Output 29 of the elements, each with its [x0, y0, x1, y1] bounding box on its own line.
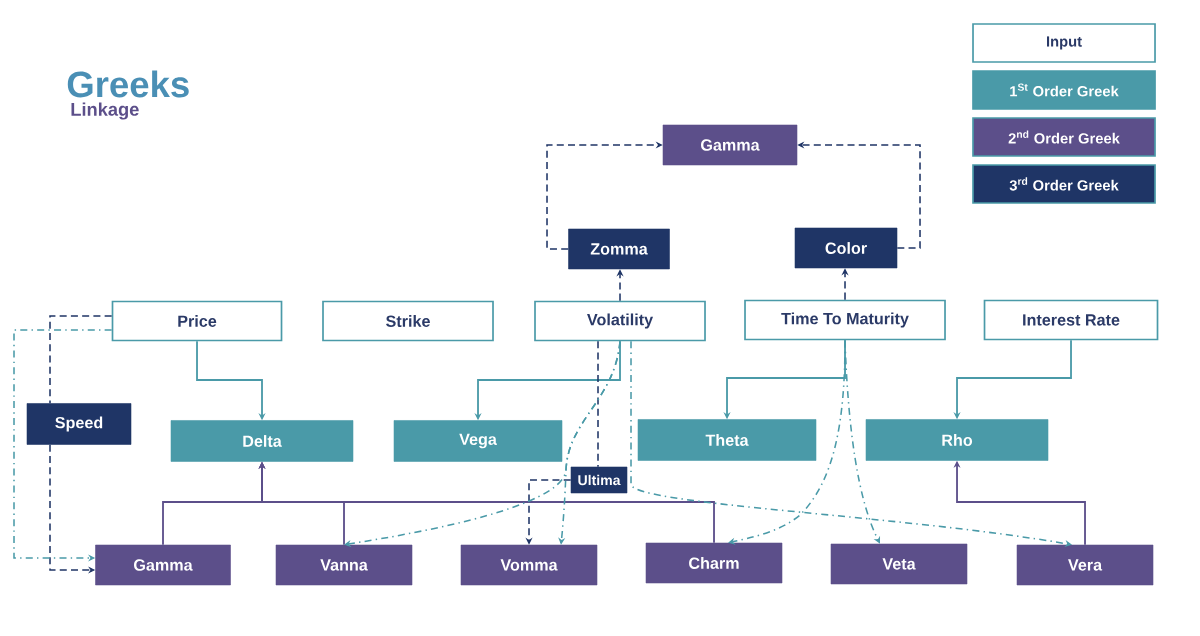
second-order-box: Vera: [1016, 544, 1154, 586]
second-order-box: Vanna: [275, 544, 413, 586]
first-order-box: Rho: [865, 419, 1049, 461]
third-order-box: Zomma: [568, 228, 670, 270]
third-order-box: Speed: [26, 403, 132, 445]
subtitle: Linkage: [71, 102, 139, 120]
second-order-box: Gamma: [662, 124, 798, 166]
third-order-box: Ultima: [570, 466, 628, 494]
input-box: Price: [111, 300, 283, 342]
input-box: Time To Maturity: [744, 299, 946, 341]
connector-line: [49, 315, 113, 404]
legend-box: Input: [972, 23, 1156, 63]
input-box: Volatility: [534, 300, 706, 342]
legend-box: 1$^{St}$ Order Greek: [972, 70, 1156, 110]
input-box: Strike: [322, 300, 494, 342]
first-order-box: Vega: [393, 420, 563, 462]
legend-box: 2$^{nd}$ Order Greek: [972, 117, 1156, 157]
arrow: [844, 339, 881, 544]
second-order-box: Veta: [830, 543, 968, 585]
second-order-box: Charm: [645, 542, 783, 584]
second-order-box: Vomma: [460, 544, 598, 586]
second-order-box: Gamma: [95, 544, 231, 586]
legend-box: 3$^{rd}$ Order Greek: [972, 164, 1156, 204]
first-order-box: Theta: [637, 419, 817, 461]
third-order-box: Color: [794, 227, 898, 269]
first-order-box: Delta: [170, 420, 354, 462]
connector-line: [597, 340, 599, 468]
title: Greeks: [67, 70, 189, 98]
input-box: Interest Rate: [983, 299, 1159, 341]
